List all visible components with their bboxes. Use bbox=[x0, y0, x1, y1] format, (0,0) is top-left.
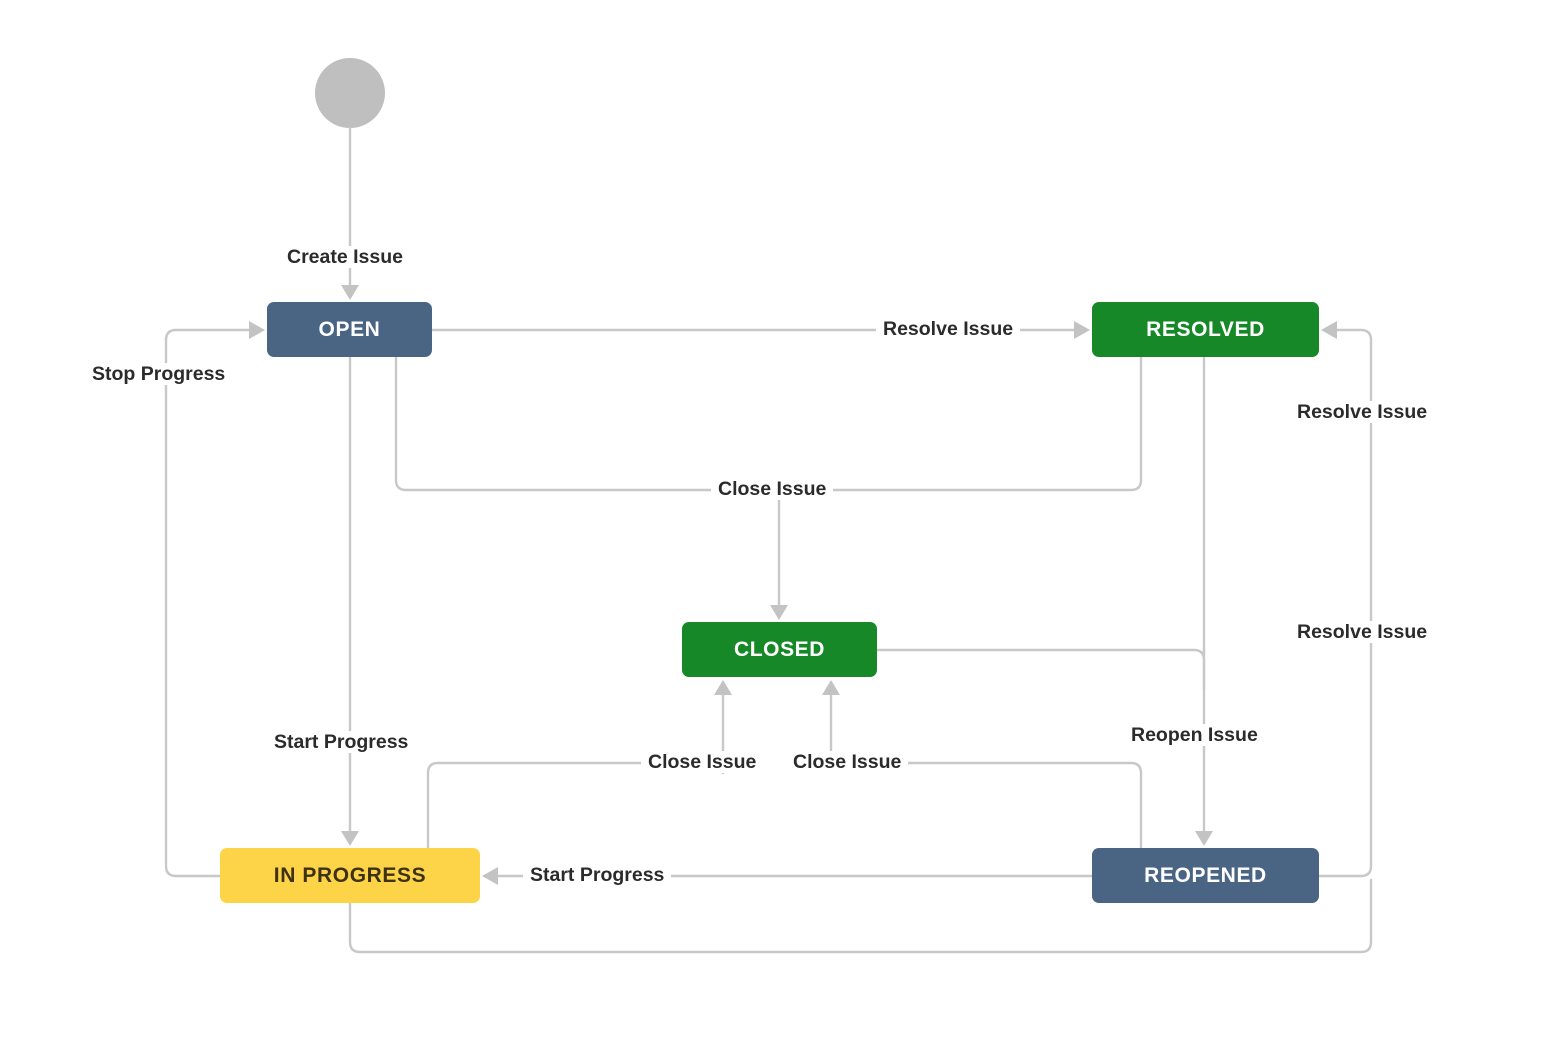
node-in-progress[interactable]: IN PROGRESS bbox=[220, 848, 480, 903]
arrow-reopened-start-progress bbox=[482, 867, 498, 885]
edge-closed-right-join bbox=[875, 648, 1206, 692]
edge-inprogress-resolve bbox=[348, 878, 1373, 954]
node-closed[interactable]: CLOSED bbox=[682, 622, 877, 677]
edge-label-create-issue: Create Issue bbox=[280, 246, 410, 269]
node-in-progress-label: IN PROGRESS bbox=[273, 863, 427, 887]
node-closed-label: CLOSED bbox=[733, 637, 826, 661]
edge-open-close bbox=[394, 355, 781, 608]
edge-label-open-start-progress: Start Progress bbox=[267, 731, 416, 754]
arrow-resolved-reopen bbox=[1195, 831, 1213, 846]
edge-label-open-resolve: Resolve Issue bbox=[876, 318, 1021, 341]
edge-reopened-close bbox=[829, 692, 1143, 850]
arrow-open-close bbox=[770, 605, 788, 620]
edge-label-inprogress-resolve: Resolve Issue bbox=[1290, 621, 1435, 644]
edge-reopened-resolve bbox=[1317, 328, 1373, 878]
arrow-inprogress-stop bbox=[249, 321, 265, 339]
edge-inprogress-stop bbox=[164, 328, 251, 878]
edge-label-resolved-reopen: Reopen Issue bbox=[1124, 724, 1265, 747]
node-open[interactable]: OPEN bbox=[267, 302, 432, 357]
edge-label-inprogress-stop: Stop Progress bbox=[85, 363, 233, 386]
arrow-inprogress-close bbox=[714, 680, 732, 695]
node-resolved[interactable]: RESOLVED bbox=[1092, 302, 1319, 357]
edge-label-open-close: Close Issue bbox=[711, 478, 834, 501]
edge-label-reopened-start-progress: Start Progress bbox=[523, 864, 672, 887]
start-state-circle bbox=[315, 58, 385, 128]
edge-label-inprogress-close: Close Issue bbox=[641, 751, 764, 774]
node-open-label: OPEN bbox=[318, 317, 381, 341]
node-resolved-label: RESOLVED bbox=[1146, 317, 1265, 341]
arrow-reopened-resolve bbox=[1321, 321, 1337, 339]
node-reopened-label: REOPENED bbox=[1144, 863, 1267, 887]
arrow-open-start-progress bbox=[341, 831, 359, 846]
arrow-reopened-close bbox=[822, 680, 840, 695]
arrow-create-issue bbox=[341, 285, 359, 300]
arrow-open-resolve bbox=[1074, 321, 1090, 339]
edge-resolved-close bbox=[777, 355, 1143, 492]
edge-label-reopened-resolve: Resolve Issue bbox=[1290, 401, 1435, 424]
edge-label-reopened-close: Close Issue bbox=[786, 751, 909, 774]
node-reopened[interactable]: REOPENED bbox=[1092, 848, 1319, 903]
